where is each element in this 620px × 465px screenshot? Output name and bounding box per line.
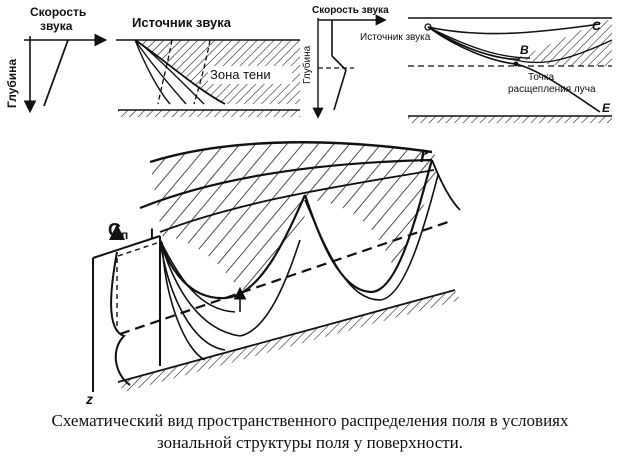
panel4-ray-1 <box>427 26 531 59</box>
main-ray-tail <box>431 159 461 211</box>
panel4-split-label-line2: расщепления луча <box>508 84 596 95</box>
panel4-split-label-line1: Точка <box>528 72 554 83</box>
panel-4-beam-splitting: Источник звука C B E Точка расщепления л… <box>360 17 613 123</box>
main-surface-contour <box>159 169 435 233</box>
caption-line-2: зональной структуры поля у поверхности. <box>156 433 464 452</box>
main-surface-edge-top <box>149 141 433 164</box>
panel2-seabed-hatch <box>118 110 300 117</box>
panel2-dashed-ray-2 <box>193 39 211 105</box>
panel1-speed-label-line2: звука <box>40 19 73 33</box>
main-surface-edge-bottom <box>139 158 433 210</box>
main-speed-profile <box>110 251 131 386</box>
panel3-speed-label: Скорость звука <box>312 5 389 16</box>
panel2-shadow-label: Зона тени <box>210 67 271 82</box>
panel4-label-b: B <box>520 43 529 57</box>
panel2-source-label: Источник звука <box>132 15 232 30</box>
main-ray-2 <box>159 239 236 313</box>
figure-caption: Схематический вид пространственного расп… <box>0 410 620 454</box>
panel4-split-point <box>513 61 519 67</box>
panel4-label-e: E <box>602 101 611 115</box>
panel4-ray-upper-branch <box>427 26 613 64</box>
panel3-depth-label: Глубина <box>301 45 313 84</box>
main-ray-6 <box>239 239 301 337</box>
panel2-dashed-ray-1 <box>157 39 173 105</box>
main-ray-arc-2b <box>304 174 439 301</box>
panel2-ray-1 <box>134 39 171 105</box>
panel4-source-label: Источник звука <box>360 32 431 43</box>
panel-3-speed-profile: Скорость звука Глубина <box>301 5 389 119</box>
panel-1-speed-profile: Скорость звука Глубина <box>5 5 108 114</box>
panel1-speed-label-line1: Скорость <box>30 5 86 19</box>
panel4-ray-to-c <box>427 23 601 35</box>
main-label-c-sub: п <box>121 228 128 242</box>
panel4-label-c: C <box>592 19 601 33</box>
panel4-ray-2 <box>427 26 521 60</box>
main-ray-5 <box>161 241 206 361</box>
panel2-ray-2 <box>134 39 187 105</box>
main-label-r: r <box>420 146 428 166</box>
main-label-c: C <box>108 220 121 240</box>
panel1-profile-line <box>43 39 69 107</box>
main-layer-line <box>119 220 449 336</box>
panel2-shadow-label-bg <box>208 66 292 84</box>
main-seabed-hatch <box>118 290 460 392</box>
main-speed-axis-top <box>92 235 161 259</box>
main-profile-top-line <box>117 241 161 257</box>
panel3-profile-lower <box>333 69 347 111</box>
main-3d-field-diagram: C п I r z <box>85 141 461 407</box>
panel-2-shadow-zone: Источник звука Зона тени <box>116 15 300 117</box>
caption-line-1: Схематический вид пространственного расп… <box>51 411 569 430</box>
main-label-z: z <box>85 391 93 407</box>
main-label-source: I <box>150 225 154 241</box>
panel4-seabed-hatch <box>408 116 612 123</box>
main-ray-3 <box>159 239 241 337</box>
main-ray-arc-1 <box>158 194 307 300</box>
panel4-shadow-hatch <box>516 20 612 66</box>
panel1-depth-label: Глубина <box>5 59 19 108</box>
